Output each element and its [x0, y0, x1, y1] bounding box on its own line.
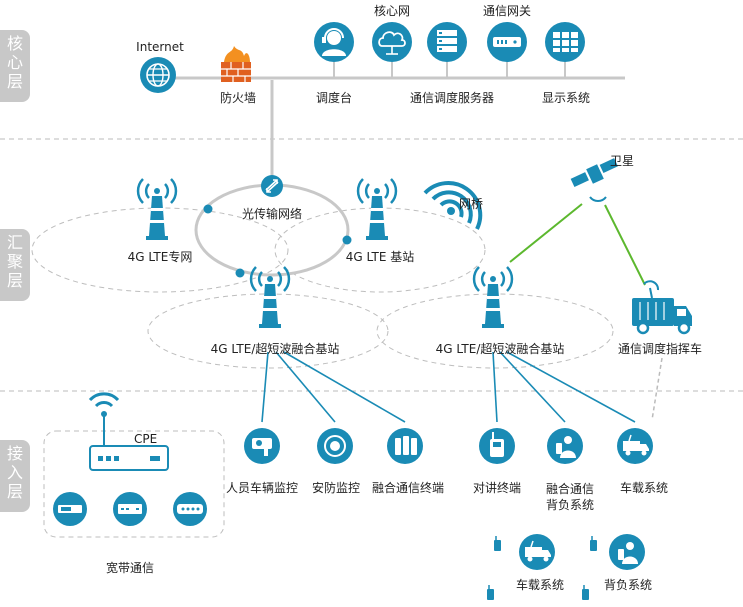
fused-station-2-label: 4G LTE/超短波融合基站	[435, 342, 565, 356]
dispatch-desk-label: 调度台	[315, 91, 353, 105]
cpe-router-icon	[89, 445, 169, 471]
tower-fused-2-icon	[472, 265, 514, 330]
firewall-icon	[221, 46, 251, 82]
ring-node-right	[342, 235, 352, 245]
tower-lte-private-icon	[136, 177, 178, 242]
command-vehicle-icon	[632, 280, 692, 335]
dome-camera-icon	[317, 428, 353, 464]
modem-icon-2	[113, 492, 147, 526]
terminal-label-2: 融合通信终端	[371, 481, 445, 495]
modem-icon-1	[53, 492, 87, 526]
backpack-system-icon	[609, 534, 645, 570]
vehicle-system-icon	[519, 534, 555, 570]
optical-network-icon	[261, 175, 283, 197]
satellite-label: 卫星	[610, 154, 635, 168]
satellite-link-station	[509, 203, 583, 263]
gateway-label: 通信网关	[482, 4, 532, 18]
core-network-label: 核心网	[373, 4, 411, 18]
small-radio-icon-2	[487, 585, 494, 600]
broadband-box	[43, 430, 225, 538]
internet-label: Internet	[136, 40, 184, 54]
lte-station-label: 4G LTE 基站	[345, 250, 415, 264]
dispatch-headset-icon	[314, 22, 354, 62]
cpe-label: CPE	[134, 432, 158, 446]
tower-lte-station-icon	[356, 177, 398, 242]
bridge-waves-icon	[423, 181, 483, 230]
terminal-label-4: 融合通信 背负系统	[545, 482, 595, 512]
handsets-icon	[387, 428, 423, 464]
tower-fused-1-icon	[249, 265, 291, 330]
terminal-label-3: 对讲终端	[472, 481, 522, 495]
vehicle-dashed-link	[651, 357, 663, 421]
terminal-label-5: 车载系统	[619, 481, 669, 495]
fused-station-1-label: 4G LTE/超短波融合基站	[210, 342, 340, 356]
backpack-icon	[547, 428, 583, 464]
dispatch-server-label: 通信调度服务器	[409, 91, 495, 105]
display-system-label: 显示系统	[541, 91, 591, 105]
layer-tab-aggregation: 汇聚层	[0, 229, 30, 301]
walkie-talkie-icon	[479, 428, 515, 464]
small-radio-icon-1	[494, 536, 501, 551]
gateway-icon	[487, 22, 527, 62]
ring-node-left	[203, 204, 213, 214]
layer-aggregation-label: 汇聚层	[7, 233, 24, 290]
core-network-cloud-icon	[372, 22, 412, 62]
firewall-label: 防火墙	[219, 91, 257, 105]
display-wall-icon	[545, 22, 585, 62]
terminal-label-1: 安防监控	[311, 481, 361, 495]
backpack-system-label: 背负系统	[603, 578, 653, 592]
terminal-label-0: 人员车辆监控	[225, 481, 299, 495]
bridge-label: 网桥	[459, 197, 484, 211]
modem-icon-3	[173, 492, 207, 526]
vehicle-icon	[617, 428, 653, 464]
terminal-links	[261, 351, 636, 423]
satellite-link-vehicle	[604, 204, 646, 286]
cpe-wifi-icon	[88, 392, 120, 417]
small-radio-icon-3	[590, 536, 597, 551]
layer-tab-access: 接入层	[0, 440, 30, 512]
small-radio-icon-4	[582, 585, 589, 600]
layer-core-label: 核心层	[7, 34, 24, 91]
layer-access-label: 接入层	[7, 444, 24, 501]
camera-icon	[244, 428, 280, 464]
internet-globe-icon	[140, 57, 176, 93]
dispatch-server-icon	[427, 22, 467, 62]
command-vehicle-label: 通信调度指挥车	[617, 342, 703, 356]
vehicle-system-label: 车载系统	[515, 578, 565, 592]
optical-ring-label: 光传输网络	[241, 207, 303, 221]
broadband-label: 宽带通信	[105, 561, 155, 575]
lte-private-label: 4G LTE专网	[127, 250, 193, 264]
ring-node-bottom	[235, 268, 245, 278]
layer-tab-core: 核心层	[0, 30, 30, 102]
satellite-icon	[570, 158, 618, 202]
core-drop-lines	[333, 62, 566, 78]
